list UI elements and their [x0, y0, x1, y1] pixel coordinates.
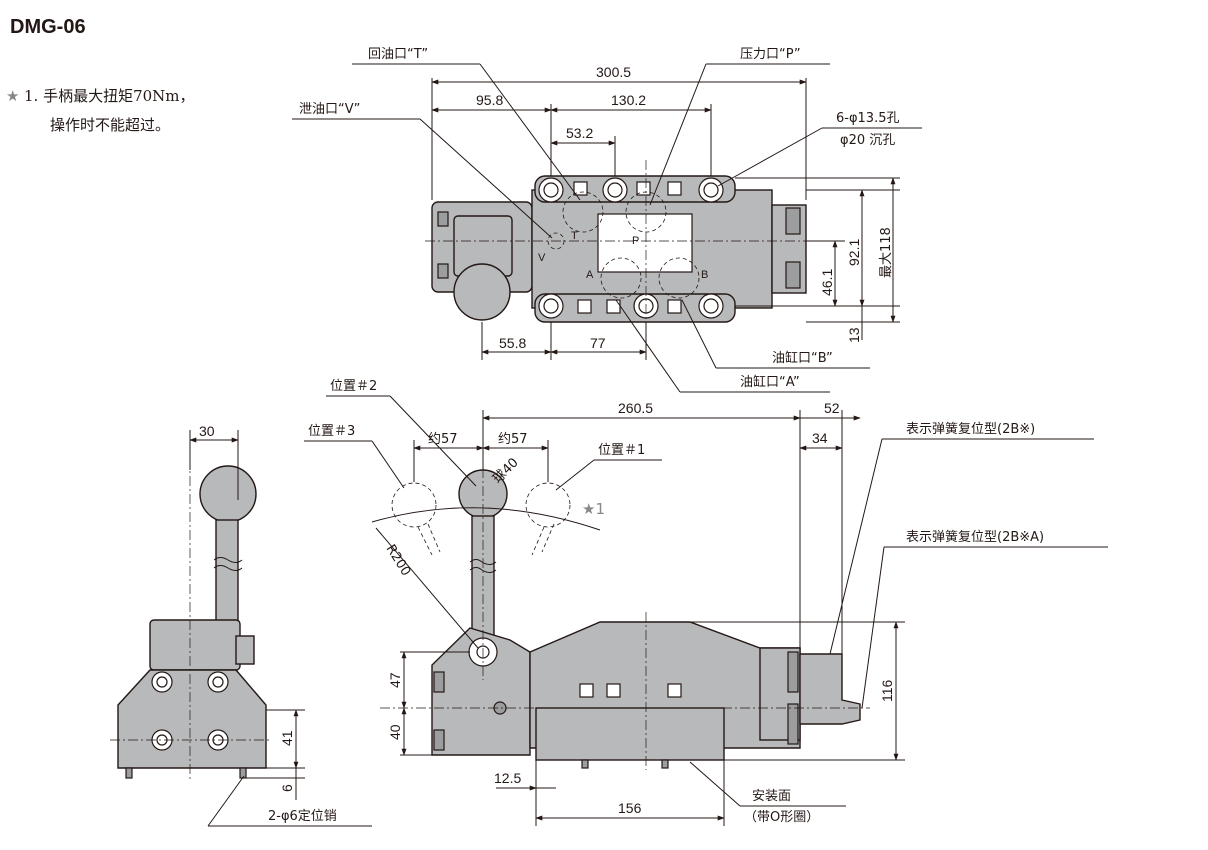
top-symbol-B — [667, 299, 682, 314]
side-handle-housing — [149, 619, 241, 671]
note-star-icon: ★ — [6, 87, 19, 105]
dim-max-118: 最大118 — [879, 227, 894, 278]
side-pin-right — [239, 767, 247, 779]
dim-40: 40 — [387, 724, 403, 740]
dim-53-2: 53.2 — [566, 125, 593, 141]
side-view — [110, 440, 272, 780]
front-dimensions: 260.5 52 34 约57 约57 47 40 116 12.5 156 — [387, 400, 905, 826]
side-pin-left — [125, 767, 133, 779]
note-line-2: 操作时不能超过。 — [50, 116, 170, 134]
top-port-A-circle — [600, 257, 642, 299]
top-port-T-circle — [562, 191, 604, 233]
side-dimensions: 30 41 6 2-φ6定位销 — [189, 423, 372, 827]
dim-12-5: 12.5 — [494, 770, 521, 786]
dim-13: 13 — [846, 327, 862, 343]
label-cyl-a: 油缸口“A” — [740, 374, 800, 390]
dim-34: 34 — [812, 430, 828, 446]
dim-156: 156 — [618, 800, 642, 816]
front-pin-1 — [581, 759, 589, 769]
top-handle-ball — [453, 263, 511, 321]
side-handle-ball — [199, 465, 257, 523]
note-line-1: 1. 手柄最大扭矩70Nm， — [24, 87, 195, 105]
top-right-plug-2 — [785, 261, 801, 289]
front-spring-cap — [799, 653, 861, 725]
side-handle-knob — [235, 635, 255, 665]
top-center-plate — [597, 213, 693, 273]
dim-95-8: 95.8 — [476, 92, 503, 108]
label-locating-pins: 2-φ6定位销 — [268, 809, 337, 824]
front-view — [371, 468, 870, 770]
dim-55-8: 55.8 — [499, 335, 526, 351]
label-drain-port: 泄油口“V” — [299, 102, 360, 117]
side-valve-body — [117, 669, 267, 769]
label-counterbore: φ20 沉孔 — [840, 133, 895, 148]
front-right-plug-2 — [787, 703, 799, 745]
top-labels: 回油口“T” 压力口“P” 泄油口“V” 6-φ13.5孔 φ20 沉孔 油缸口… — [292, 47, 922, 393]
label-r200: R200 — [383, 542, 414, 579]
top-dimensions: 300.5 95.8 130.2 53.2 55.8 77 92.1 46.1 … — [431, 64, 900, 360]
port-letter-P: P — [632, 235, 639, 247]
front-right-plug-1 — [787, 651, 799, 693]
top-handle-screw-2 — [437, 263, 449, 279]
label-mount-face: 安装面 — [752, 789, 791, 804]
page-title: DMG-06 — [10, 16, 86, 38]
label-cyl-b: 油缸口“B” — [772, 350, 833, 366]
top-symbol-x — [577, 299, 592, 314]
port-letter-B: B — [701, 269, 708, 281]
label-spring-return-2ba: 表示弹簧复位型(2B※A) — [906, 529, 1044, 545]
label-spring-return-2b: 表示弹簧复位型(2B※) — [906, 421, 1035, 437]
dim-92-1: 92.1 — [846, 239, 862, 266]
dim-6: 6 — [279, 784, 295, 792]
label-ball-40: 球40 — [490, 455, 521, 486]
label-position-3: 位置＃3 — [308, 424, 355, 439]
port-letter-T: T — [571, 230, 578, 242]
handle-pos3-ball — [391, 482, 437, 528]
dim-52: 52 — [824, 400, 840, 416]
port-letter-A: A — [586, 269, 594, 281]
top-port-B-circle — [658, 257, 700, 299]
front-pin-2 — [661, 759, 669, 769]
dim-46-1: 46.1 — [819, 269, 835, 296]
label-pressure-port: 压力口“P” — [740, 47, 801, 62]
dim-130-2: 130.2 — [611, 92, 646, 108]
dim-300-5: 300.5 — [596, 64, 631, 80]
top-symbol-P2 — [667, 181, 682, 196]
dim-about57-right: 约57 — [498, 432, 528, 447]
top-right-plug-1 — [785, 207, 801, 235]
dim-30: 30 — [199, 423, 215, 439]
label-position-2: 位置＃2 — [330, 379, 377, 394]
top-handle-screw-1 — [437, 211, 449, 227]
side-handle-rod — [215, 519, 239, 631]
front-symbol-B — [667, 683, 682, 698]
dim-116: 116 — [879, 679, 895, 702]
dim-41: 41 — [279, 730, 295, 746]
front-bracket-screw-1 — [433, 671, 445, 693]
front-symbol-x — [579, 683, 594, 698]
dim-47: 47 — [387, 672, 403, 688]
front-symbol-A — [606, 683, 621, 698]
dim-about57-left: 约57 — [428, 432, 458, 447]
dim-260-5: 260.5 — [618, 400, 653, 416]
front-bracket-screw-2 — [433, 729, 445, 751]
top-symbol-A — [606, 299, 621, 314]
front-handle-bracket — [431, 627, 531, 756]
dim-77: 77 — [590, 335, 606, 351]
label-return-port: 回油口“T” — [368, 47, 428, 62]
front-mount-block — [535, 707, 725, 761]
handle-pos1-ball — [525, 482, 571, 528]
label-holes: 6-φ13.5孔 — [836, 111, 899, 126]
port-letter-V: V — [538, 252, 546, 264]
label-o-ring: （带O形圈） — [744, 810, 819, 825]
handle-arc — [371, 507, 601, 531]
top-view: T P V A B — [425, 160, 815, 330]
label-position-1: 位置＃1 — [598, 443, 645, 458]
label-star-ref: ★1 — [582, 500, 605, 518]
